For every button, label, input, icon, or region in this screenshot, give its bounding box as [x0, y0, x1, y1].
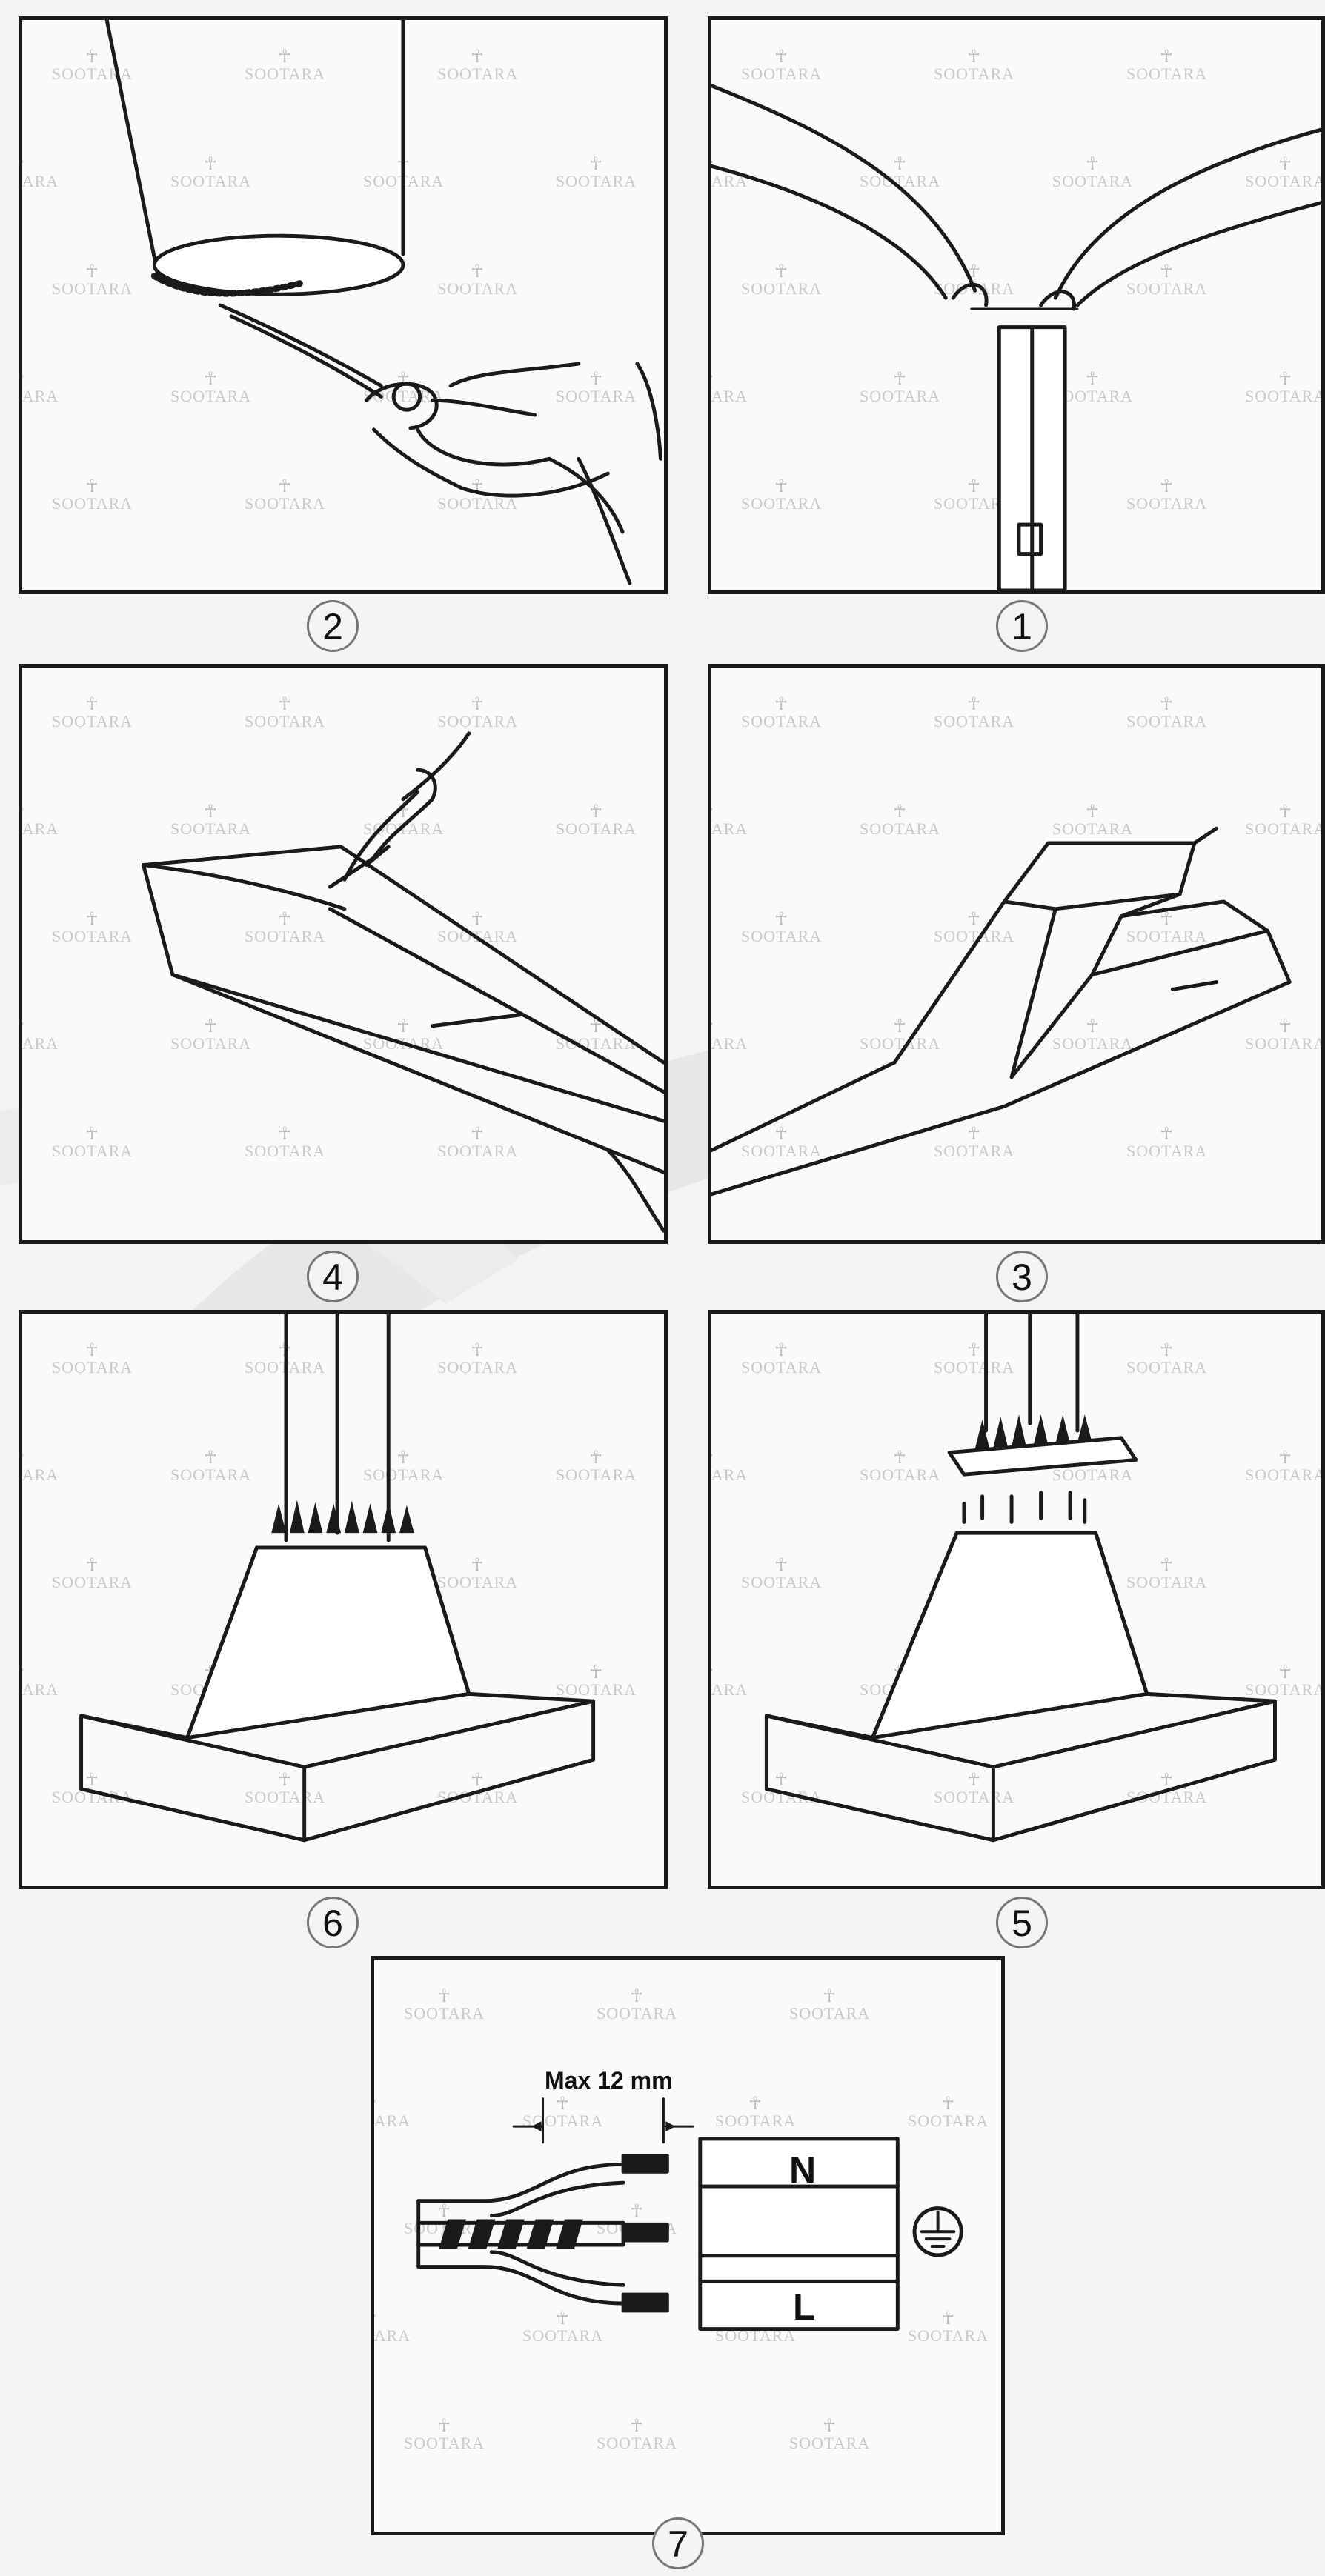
live-terminal-label: L — [793, 2286, 816, 2328]
step-2-number: 2 — [307, 600, 359, 652]
step-4-number: 4 — [307, 1251, 359, 1302]
step-6-number: 6 — [307, 1897, 359, 1948]
step-5-number: 5 — [996, 1897, 1048, 1948]
step-7-number: 7 — [652, 2517, 704, 2569]
step-5-illustration — [764, 1314, 1277, 1843]
step-4-illustration — [142, 731, 664, 1233]
earth-ground-icon — [919, 2208, 971, 2260]
neutral-terminal-label: N — [789, 2149, 817, 2191]
step-7-panel: ☥SOOTARA☥SOOTARA☥SOOTARA☥SOOTARA☥SOOTARA… — [371, 1956, 1005, 2535]
step-1-illustration — [711, 84, 1321, 590]
step-6-panel: ☥SOOTARA☥SOOTARA☥SOOTARA☥SOOTARA☥SOOTARA… — [19, 1310, 668, 1889]
step-2-illustration — [104, 20, 662, 585]
step-3-panel: ☥SOOTARA☥SOOTARA☥SOOTARA☥SOOTARA☥SOOTARA… — [708, 664, 1325, 1244]
max-length-label: Max 12 mm — [545, 2067, 673, 2094]
step-7-illustration — [416, 2097, 963, 2332]
step-2-panel: ☥SOOTARA☥SOOTARA☥SOOTARA☥SOOTARA☥SOOTARA… — [19, 16, 668, 594]
step-4-panel: ☥SOOTARA☥SOOTARA☥SOOTARA☥SOOTARA☥SOOTARA… — [19, 664, 668, 1244]
step-1-number: 1 — [996, 600, 1048, 652]
step-6-illustration — [79, 1314, 596, 1843]
step-5-panel: ☥SOOTARA☥SOOTARA☥SOOTARA☥SOOTARA☥SOOTARA… — [708, 1310, 1325, 1889]
step-3-number: 3 — [996, 1251, 1048, 1302]
step-3-illustration — [711, 826, 1292, 1197]
step-1-panel: ☥SOOTARA☥SOOTARA☥SOOTARA☥SOOTARA☥SOOTARA… — [708, 16, 1325, 594]
